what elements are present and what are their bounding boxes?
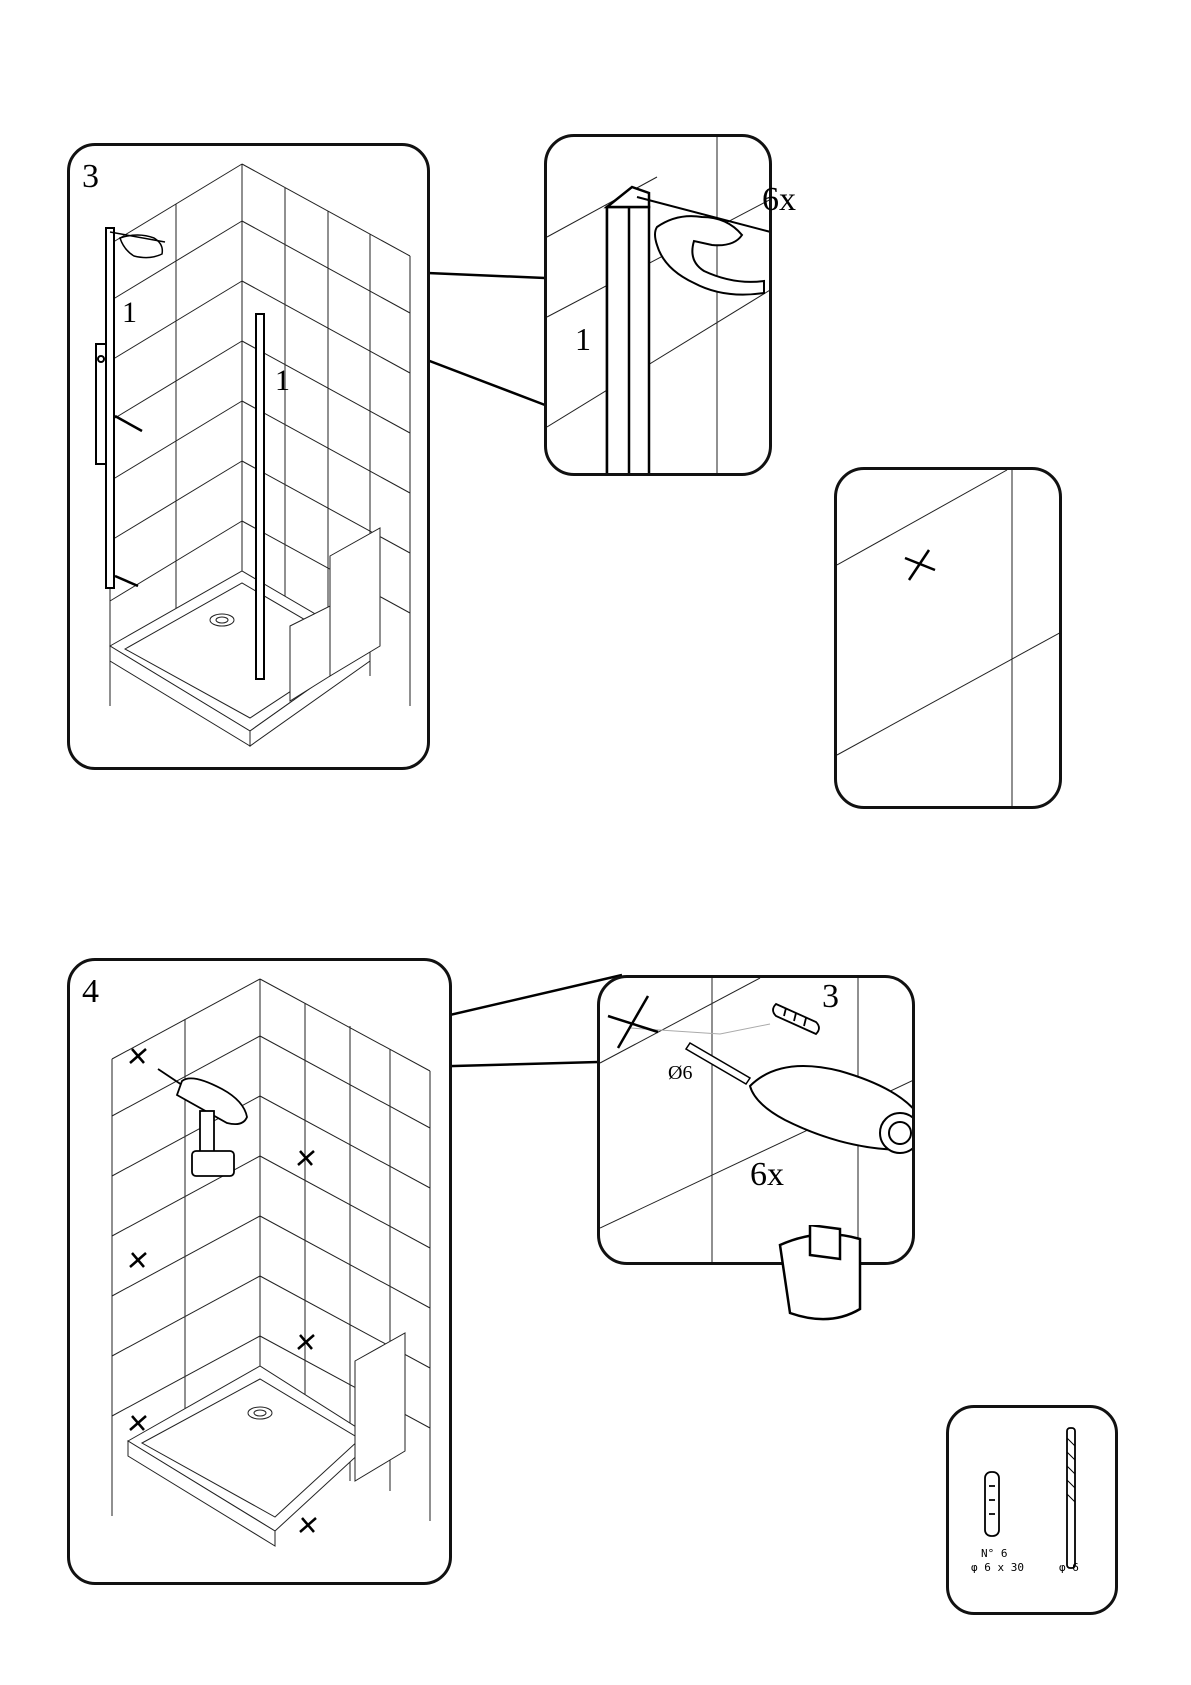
step3-detail-qty: 6x xyxy=(762,183,796,217)
drill-battery-pack xyxy=(775,1225,885,1335)
plug-label-line1: N° 6 xyxy=(981,1548,1008,1559)
drill-mark-x-b xyxy=(905,558,935,570)
step3-number: 3 xyxy=(82,160,99,194)
drill-bit-icon xyxy=(686,1043,750,1084)
hardware-box: N° 6 φ 6 x 30 φ 6 xyxy=(946,1405,1118,1615)
drill-mark-x-a xyxy=(909,550,929,580)
step4-panel: 4 xyxy=(67,958,452,1585)
step4-detail-panel: Ø6 6x xyxy=(597,975,915,1265)
wall-plug-icon xyxy=(773,1004,819,1034)
step3-detail-illustration xyxy=(547,137,772,476)
hardware-illustration xyxy=(949,1408,1118,1615)
bit-label: φ 6 xyxy=(1059,1562,1079,1573)
step3-detail-panel: 1 xyxy=(544,134,772,476)
step3-detail-part-label: 1 xyxy=(575,323,591,355)
step4-detail-qty: 6x xyxy=(750,1158,784,1192)
step3-illustration xyxy=(70,146,430,770)
step4-number: 4 xyxy=(82,975,99,1009)
step4-detail-drill-diameter: Ø6 xyxy=(668,1063,692,1083)
plug-label-line2: φ 6 x 30 xyxy=(971,1562,1024,1573)
step4-detail-plug-qty: 3 xyxy=(822,980,839,1014)
drill-small xyxy=(158,1069,247,1176)
mark-detail-illustration xyxy=(837,470,1062,809)
step3-part-label-right: 1 xyxy=(275,366,290,396)
step3-part-label-left: 1 xyxy=(122,298,137,328)
mark-detail-panel xyxy=(834,467,1062,809)
step4-detail-illustration xyxy=(600,978,915,1265)
step3-panel: 3 1 1 xyxy=(67,143,430,770)
wall-plug-hw-icon xyxy=(985,1472,999,1536)
drill-large xyxy=(750,1066,915,1153)
step4-illustration xyxy=(70,961,452,1585)
